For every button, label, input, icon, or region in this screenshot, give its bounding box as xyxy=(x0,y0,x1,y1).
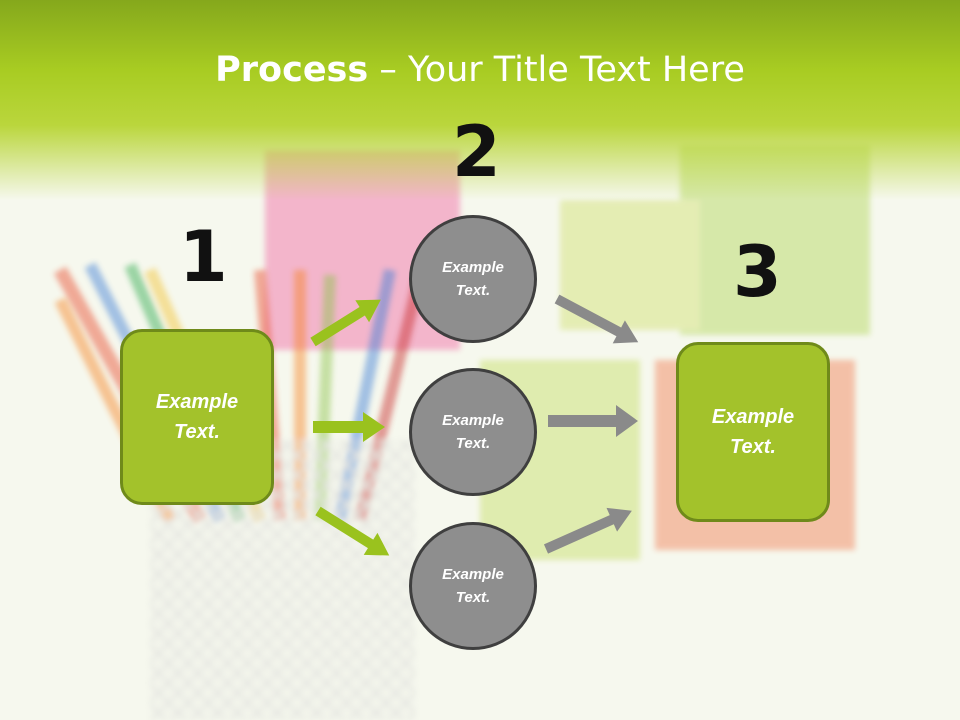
step-2-circle-middle[interactable]: Example Text. xyxy=(409,368,537,496)
title-bar: Process – Your Title Text Here xyxy=(0,0,960,200)
title-bold: Process xyxy=(215,50,369,90)
circle-top-line1: Example xyxy=(442,259,504,276)
step-number-3: 3 xyxy=(733,231,782,313)
step-1-text-line2: Text. xyxy=(174,421,220,443)
step-number-2: 2 xyxy=(452,111,501,193)
circle-middle-line2: Text. xyxy=(455,435,491,452)
arrow-green-up xyxy=(310,299,381,347)
step-3-box[interactable]: Example Text. xyxy=(676,342,830,522)
step-2-circle-top[interactable]: Example Text. xyxy=(409,215,537,343)
step-1-text-line1: Example xyxy=(155,391,239,413)
slide-title: Process – Your Title Text Here xyxy=(0,50,960,90)
step-2-circle-bottom[interactable]: Example Text. xyxy=(409,522,537,650)
arrow-gray-up xyxy=(543,507,632,554)
step-number-1: 1 xyxy=(179,216,228,298)
step-3-text-line1: Example xyxy=(711,406,795,428)
arrow-green-down xyxy=(315,506,390,556)
circle-bottom-line2: Text. xyxy=(455,589,491,606)
arrow-gray-right xyxy=(548,405,638,437)
circle-top-line2: Text. xyxy=(455,282,491,299)
title-rest: – Your Title Text Here xyxy=(368,50,745,90)
circle-middle-line1: Example xyxy=(442,412,504,429)
circle-bottom-line1: Example xyxy=(442,566,504,583)
arrow-gray-down xyxy=(554,294,639,344)
step-3-text-line2: Text. xyxy=(730,436,776,458)
arrow-green-right xyxy=(313,412,385,442)
step-1-box[interactable]: Example Text. xyxy=(120,329,274,505)
